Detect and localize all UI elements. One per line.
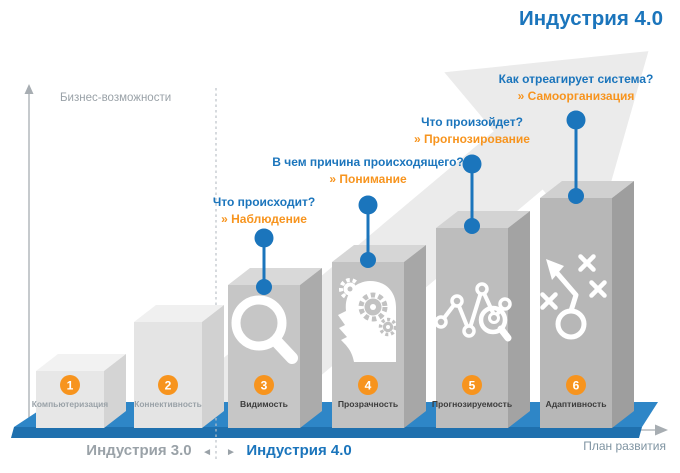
annotation-stage-3: Что происходит? » Наблюдение	[213, 195, 315, 295]
stage-number-badge	[566, 375, 586, 395]
annotation-stage-4: В чем причина происходящего? » Понимание	[272, 155, 464, 268]
stage-question: Что произойдет?	[421, 115, 523, 129]
stage-answer: » Понимание	[329, 172, 407, 186]
svg-text:► Индустрия 4.0: ► Индустрия 4.0	[226, 442, 352, 459]
magnifier-icon	[478, 305, 508, 335]
stage-number: 1	[67, 379, 74, 393]
era4-label: Индустрия 4.0	[246, 442, 351, 459]
annotation-stage-6: Как отреагирует система? » Самоорганизац…	[499, 72, 654, 204]
stage-label: Коннективность	[134, 399, 202, 409]
magnifier-icon	[231, 295, 298, 364]
bar-stage-5: 5 Прогнозируемость	[432, 211, 530, 428]
stage-label: Адаптивность	[545, 399, 606, 409]
arrowhead	[546, 259, 564, 280]
right-triangle-icon: ►	[226, 447, 236, 458]
stage-question: В чем причина происходящего?	[272, 155, 464, 169]
stage-number: 3	[261, 379, 268, 393]
x-axis-arrow-icon	[655, 424, 668, 436]
stage-number: 2	[165, 379, 172, 393]
stage-label: Компьютеризация	[32, 399, 108, 409]
bar-stage-6: 6 Адаптивность	[540, 181, 634, 428]
stage-number: 4	[365, 379, 372, 393]
x-marks	[540, 254, 607, 310]
strategy-icon	[540, 254, 607, 340]
connector-dot	[358, 195, 378, 215]
annotation-stage-5: Что произойдет? » Прогнозирование	[414, 115, 530, 234]
stage-answer: » Наблюдение	[221, 212, 307, 226]
stage-answer: » Прогнозирование	[414, 132, 530, 146]
stage-number: 6	[573, 379, 580, 393]
gear-icon	[358, 292, 388, 322]
bar-stage-4: 4 Прозрачность	[332, 245, 426, 428]
connector-dot	[256, 279, 272, 295]
y-axis	[24, 84, 34, 437]
bar-stage-1: 1 Компьютеризация	[32, 354, 126, 428]
era3-label: Индустрия 3.0	[86, 442, 191, 459]
connector-dot	[464, 218, 480, 234]
era-footer: Индустрия 3.0 ◄ ► Индустрия 4.0	[86, 442, 351, 459]
gear-icon	[339, 278, 361, 300]
y-axis-label: Бизнес-возможности	[60, 92, 171, 104]
stage-number-badge	[462, 375, 482, 395]
connector-dot	[462, 154, 482, 174]
stage-label: Прогнозируемость	[432, 399, 512, 409]
stage-answer: » Самоорганизация	[518, 89, 635, 103]
stage-number-badge	[254, 375, 274, 395]
stage-label: Видимость	[240, 399, 288, 409]
connector-dot	[568, 188, 584, 204]
head-gears-icon	[338, 278, 398, 362]
stage-question: Как отреагирует система?	[499, 72, 654, 86]
connector-dot	[254, 228, 274, 248]
stage-label: Прозрачность	[338, 399, 398, 409]
y-axis-arrow-icon	[24, 84, 34, 94]
left-triangle-icon: ◄	[202, 447, 212, 458]
svg-text:Индустрия 3.0 ◄: Индустрия 3.0 ◄	[86, 442, 212, 459]
page-title: Индустрия 4.0	[519, 7, 663, 30]
stage-number-badge	[358, 375, 378, 395]
stage-question: Что происходит?	[213, 195, 315, 209]
connector-dot	[360, 252, 376, 268]
gear-icon	[378, 317, 398, 337]
stage-number: 5	[469, 379, 476, 393]
trend-analysis-icon	[434, 282, 512, 342]
connector-dot	[566, 110, 586, 130]
bar-stage-3: 3 Видимость	[228, 268, 322, 428]
stage-number-badge	[60, 375, 80, 395]
x-axis-label: План развития	[583, 439, 666, 453]
bar-stage-2: 2 Коннективность	[134, 305, 224, 428]
stage-number-badge	[158, 375, 178, 395]
